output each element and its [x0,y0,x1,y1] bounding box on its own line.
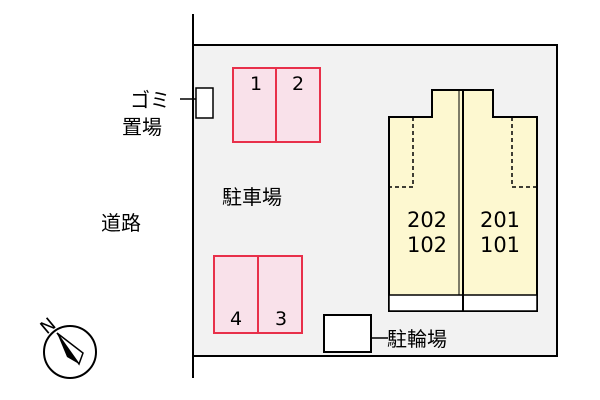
unit-202-label: 202 [407,208,447,232]
unit-101-label: 101 [480,233,520,257]
right-unit-dashed-partition [511,117,537,188]
parking-top: 1 2 [232,67,321,143]
parking-label: 駐車場 [222,185,282,209]
garbage-label-line1: ゴミ [130,88,170,112]
compass: N [36,314,97,379]
parking-space-3-number: 3 [275,308,287,330]
parking-space-3 [257,255,303,334]
bicycle-parking-label: 駐輪場 [387,327,447,351]
parking-space-1 [232,67,277,143]
parking-space-1-number: 1 [250,73,262,95]
building: 202 102 201 101 [388,89,538,312]
garbage-label-line2: 置場 [122,115,162,139]
bicycle-parking-box [323,314,372,353]
left-unit-dashed-partition [389,117,414,188]
garbage-box [195,87,214,119]
parking-space-2 [275,67,321,143]
parking-space-2-number: 2 [292,73,304,95]
unit-102-label: 102 [407,233,447,257]
unit-201-label: 201 [480,208,520,232]
compass-needle-light-icon [56,332,84,366]
parking-bottom: 4 3 [213,255,303,334]
road-label: 道路 [101,211,141,235]
parking-space-4-number: 4 [230,308,242,330]
